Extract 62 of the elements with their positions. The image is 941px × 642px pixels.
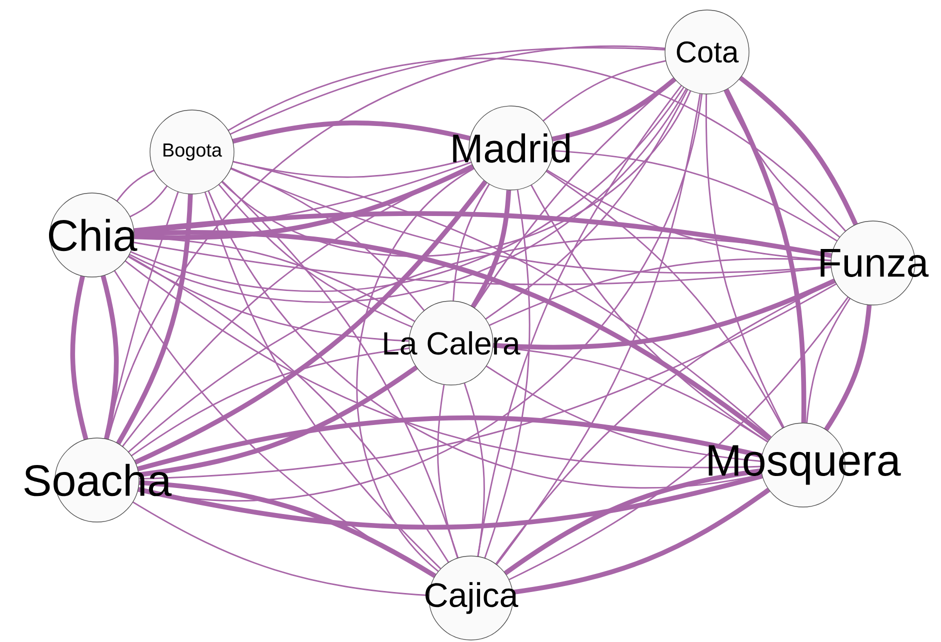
edge-curve xyxy=(230,47,665,135)
edge-curve xyxy=(486,365,761,462)
edge-curve xyxy=(493,278,836,350)
edge-curve xyxy=(138,365,418,478)
edge-curve xyxy=(134,242,832,286)
edge-curve xyxy=(122,165,473,447)
edge-curve xyxy=(230,168,831,274)
edge-curve xyxy=(738,76,858,226)
edge-curve xyxy=(546,170,831,262)
edge-curve xyxy=(452,184,490,301)
edge-curve xyxy=(824,304,872,431)
edge-curve xyxy=(489,258,831,326)
edge-curve xyxy=(496,94,701,565)
edge-curve xyxy=(128,256,409,342)
edge-curve xyxy=(134,236,416,322)
edge-curve xyxy=(116,194,193,445)
edge-curve xyxy=(706,94,784,428)
edge-curve xyxy=(437,384,458,558)
edge-curve xyxy=(474,78,676,308)
edge-curve xyxy=(134,180,488,464)
edge-curve xyxy=(477,85,682,556)
edge-curve xyxy=(130,186,168,218)
edge-curve xyxy=(134,211,832,258)
edge-curve xyxy=(139,283,837,480)
edge-curve xyxy=(137,416,762,472)
edge-curve xyxy=(222,180,459,558)
edge-curve xyxy=(228,58,846,232)
edge-curve xyxy=(724,90,840,238)
edge-curve xyxy=(546,170,784,428)
edge-curve xyxy=(553,150,838,242)
edge-curve xyxy=(70,276,88,440)
edge-curve xyxy=(124,260,761,468)
edge-curve xyxy=(464,382,485,556)
edge-curve xyxy=(493,346,768,443)
edge-curve xyxy=(552,77,676,142)
edge-curve xyxy=(470,190,512,308)
edge-curve xyxy=(542,60,666,122)
edge-curve xyxy=(138,474,763,530)
edge-curve xyxy=(232,158,470,178)
edge-curve xyxy=(204,192,442,570)
edge-curve xyxy=(530,184,768,442)
edge-curve xyxy=(100,275,119,440)
edge-curve xyxy=(230,167,425,311)
edge-curve xyxy=(232,120,470,144)
edge-curve xyxy=(218,184,412,328)
edge-curve xyxy=(128,255,450,563)
edge-curve xyxy=(131,348,410,456)
edge-curve xyxy=(512,488,770,595)
edge-curve xyxy=(484,190,530,558)
edge-curve xyxy=(508,296,849,580)
edge-curve xyxy=(116,170,154,202)
edge-curve xyxy=(221,90,692,257)
edge-curve xyxy=(356,168,474,572)
edge-curve xyxy=(232,160,772,438)
edge-curve xyxy=(485,89,688,320)
edge-curve xyxy=(139,480,436,578)
edge-curve xyxy=(504,468,762,576)
edge-curve xyxy=(806,298,851,423)
edge-curve xyxy=(134,230,772,441)
edge-curve xyxy=(128,237,832,452)
edge-curve xyxy=(724,88,806,423)
edge-curve xyxy=(495,280,836,564)
